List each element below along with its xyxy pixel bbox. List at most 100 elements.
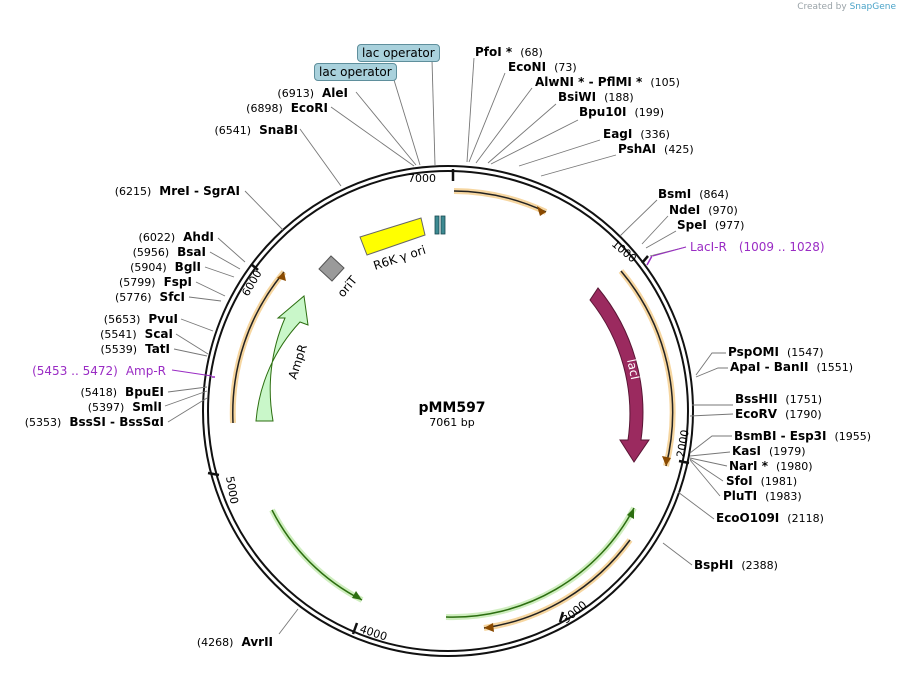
- svg-text:(6898)EcoRI: (6898)EcoRI: [246, 101, 328, 115]
- site-PshAI-pos: (425): [664, 143, 694, 156]
- svg-text:SpeI(977): SpeI(977): [677, 218, 744, 232]
- site-TatI-name: TatI: [145, 342, 170, 356]
- lac-operator-box-1[interactable]: lac operator: [357, 44, 440, 62]
- site-PspOMI-pos: (1547): [787, 346, 824, 359]
- site-BsmI-name: BsmI: [658, 187, 691, 201]
- site-EcoNI-pos: (73): [554, 61, 577, 74]
- svg-text:SfoI(1981): SfoI (1981): [726, 474, 797, 488]
- primer-leaders: [171, 246, 687, 377]
- site-SmlI-name: SmlI: [132, 400, 162, 414]
- AmpR-feature[interactable]: AmpR: [255, 295, 310, 422]
- R6K-ori-feature[interactable]: R6K γ ori: [359, 217, 427, 273]
- oriT-label: oriT: [335, 273, 361, 300]
- site-PluTI-name: PluTI: [723, 489, 757, 503]
- site-BglI-pos: (5904): [130, 261, 167, 274]
- site-BpuEI-pos: (5418): [80, 386, 117, 399]
- site-ApaI-pos: (1551): [817, 361, 854, 374]
- plasmid-length: 7061 bp: [429, 416, 474, 429]
- svg-text:BsmBI - Esp3I(1955): BsmBI - Esp3I (1955): [734, 429, 871, 443]
- site-BsmBI-name: BsmBI - Esp3I: [734, 429, 826, 443]
- svg-text:EcoNI(73): EcoNI (73): [508, 60, 577, 74]
- leader-lines: [164, 57, 734, 635]
- primer-markers: [212, 255, 653, 378]
- site-MreI-name: MreI - SgrAI: [159, 184, 240, 198]
- svg-text:EagI(336): EagI (336): [603, 127, 670, 141]
- primer-LacI-R-range: (1009 .. 1028): [739, 240, 825, 254]
- site-PvuI-name: PvuI: [148, 312, 178, 326]
- site-BssSI-pos: (5353): [25, 416, 62, 429]
- site-EagI-name: EagI: [603, 127, 632, 141]
- svg-text:(4268)AvrII: (4268) AvrII: [197, 635, 273, 649]
- site-EagI-pos: (336): [640, 128, 670, 141]
- lac-operator-box-2[interactable]: lac operator: [314, 63, 397, 81]
- site-BsaI-pos: (5956): [133, 246, 170, 259]
- svg-text:Bpu10I(199): Bpu10I (199): [579, 105, 664, 119]
- site-FspI-pos: (5799): [119, 276, 156, 289]
- tick-label-2000: 2000: [674, 429, 692, 459]
- site-BglI-name: BglI: [175, 260, 201, 274]
- site-AvrII-name: AvrII: [241, 635, 273, 649]
- site-PspOMI-name: PspOMI: [728, 345, 779, 359]
- svg-text:(5653)PvuI: (5653) PvuI: [104, 312, 178, 326]
- site-PshAI-name: PshAI: [618, 142, 656, 156]
- site-AlwNI-name: AlwNI * - PflMI *: [535, 75, 643, 89]
- site-EcoO109I-pos: (2118): [787, 512, 824, 525]
- site-BssHII-pos: (1751): [785, 393, 822, 406]
- site-ScaI-pos: (5541): [100, 328, 137, 341]
- svg-text:ApaI - BanII(1551): ApaI - BanII (1551): [730, 360, 853, 374]
- site-ScaI-name: ScaI: [145, 327, 173, 341]
- site-EcoRI-name: EcoRI: [291, 101, 328, 115]
- left-enzyme-labels: (6913)AleI (6898)EcoRI (6541)SnaBI (6215…: [25, 86, 348, 649]
- svg-text:(5453 .. 5472)Amp-R: (5453 .. 5472)Amp-R: [32, 364, 166, 378]
- svg-text:AlwNI * - PflMI *(105): AlwNI * - PflMI * (105): [535, 75, 680, 89]
- site-SfoI-pos: (1981): [761, 475, 798, 488]
- site-NarI-pos: (1980): [776, 460, 813, 473]
- site-ApaI-name: ApaI - BanII: [730, 360, 809, 374]
- plasmid-name: pMM597: [418, 400, 485, 416]
- svg-text:(5541)ScaI: (5541) ScaI: [100, 327, 173, 341]
- site-BssHII-name: BssHII: [735, 392, 777, 406]
- site-AleI-name: AleI: [322, 86, 348, 100]
- site-AleI-pos: (6913): [277, 87, 314, 100]
- svg-text:EcoRV(1790): EcoRV(1790): [735, 407, 822, 421]
- AmpR-label: AmpR: [286, 342, 310, 380]
- site-BspHI-pos: (2388): [741, 559, 778, 572]
- svg-text:PfoI *(68): PfoI *(68): [475, 45, 543, 59]
- svg-text:(5956)BsaI: (5956)BsaI: [133, 245, 206, 259]
- site-BsmBI-pos: (1955): [834, 430, 871, 443]
- site-PvuI-pos: (5653): [104, 313, 141, 326]
- svg-text:(6215)MreI - SgrAI: (6215)MreI - SgrAI: [115, 184, 240, 198]
- site-NdeI-name: NdeI: [669, 203, 700, 217]
- svg-text:(5799)FspI: (5799)FspI: [119, 275, 192, 289]
- site-SfoI-name: SfoI: [726, 474, 753, 488]
- site-BpuEI-name: BpuEI: [125, 385, 164, 399]
- site-SmlI-pos: (5397): [88, 401, 125, 414]
- lacI-label: lacI: [624, 358, 642, 381]
- svg-text:BspHI(2388): BspHI(2388): [694, 558, 778, 572]
- svg-text:(5904)BglI: (5904) BglI: [130, 260, 201, 274]
- right-enzyme-labels: PfoI *(68) EcoNI (73) AlwNI * - PflMI * (1…: [475, 45, 871, 572]
- svg-text:BsiWI(188): BsiWI(188): [558, 90, 634, 104]
- site-Bpu10I-pos: (199): [634, 106, 664, 119]
- site-KasI-pos: (1979): [769, 445, 806, 458]
- svg-text:(5776)SfcI: (5776)SfcI: [115, 290, 185, 304]
- site-SpeI-pos: (977): [715, 219, 745, 232]
- site-Bpu10I-name: Bpu10I: [579, 105, 626, 119]
- site-BssSI-name: BssSI - BssSαI: [69, 415, 164, 429]
- site-KasI-name: KasI: [732, 444, 761, 458]
- svg-text:EcoO109I(2118): EcoO109I(2118): [716, 511, 824, 525]
- oriT-feature[interactable]: oriT: [318, 255, 361, 300]
- site-AlwNI-pos: (105): [650, 76, 680, 89]
- credit-brand: SnapGene: [849, 2, 896, 12]
- lacI-feature[interactable]: lacI: [589, 287, 650, 463]
- svg-text:(5397)SmlI: (5397) SmlI: [88, 400, 162, 414]
- site-EcoNI-name: EcoNI: [508, 60, 546, 74]
- site-BsiWI-pos: (188): [604, 91, 634, 104]
- svg-text:(5353)BssSI - BssSαI: (5353) BssSI - BssSαI: [25, 415, 164, 429]
- site-BsmI-pos: (864): [699, 188, 729, 201]
- site-TatI-pos: (5539): [100, 343, 137, 356]
- site-NdeI-pos: (970): [708, 204, 738, 217]
- site-AvrII-pos: (4268): [197, 636, 234, 649]
- site-SnaBI-pos: (6541): [215, 124, 252, 137]
